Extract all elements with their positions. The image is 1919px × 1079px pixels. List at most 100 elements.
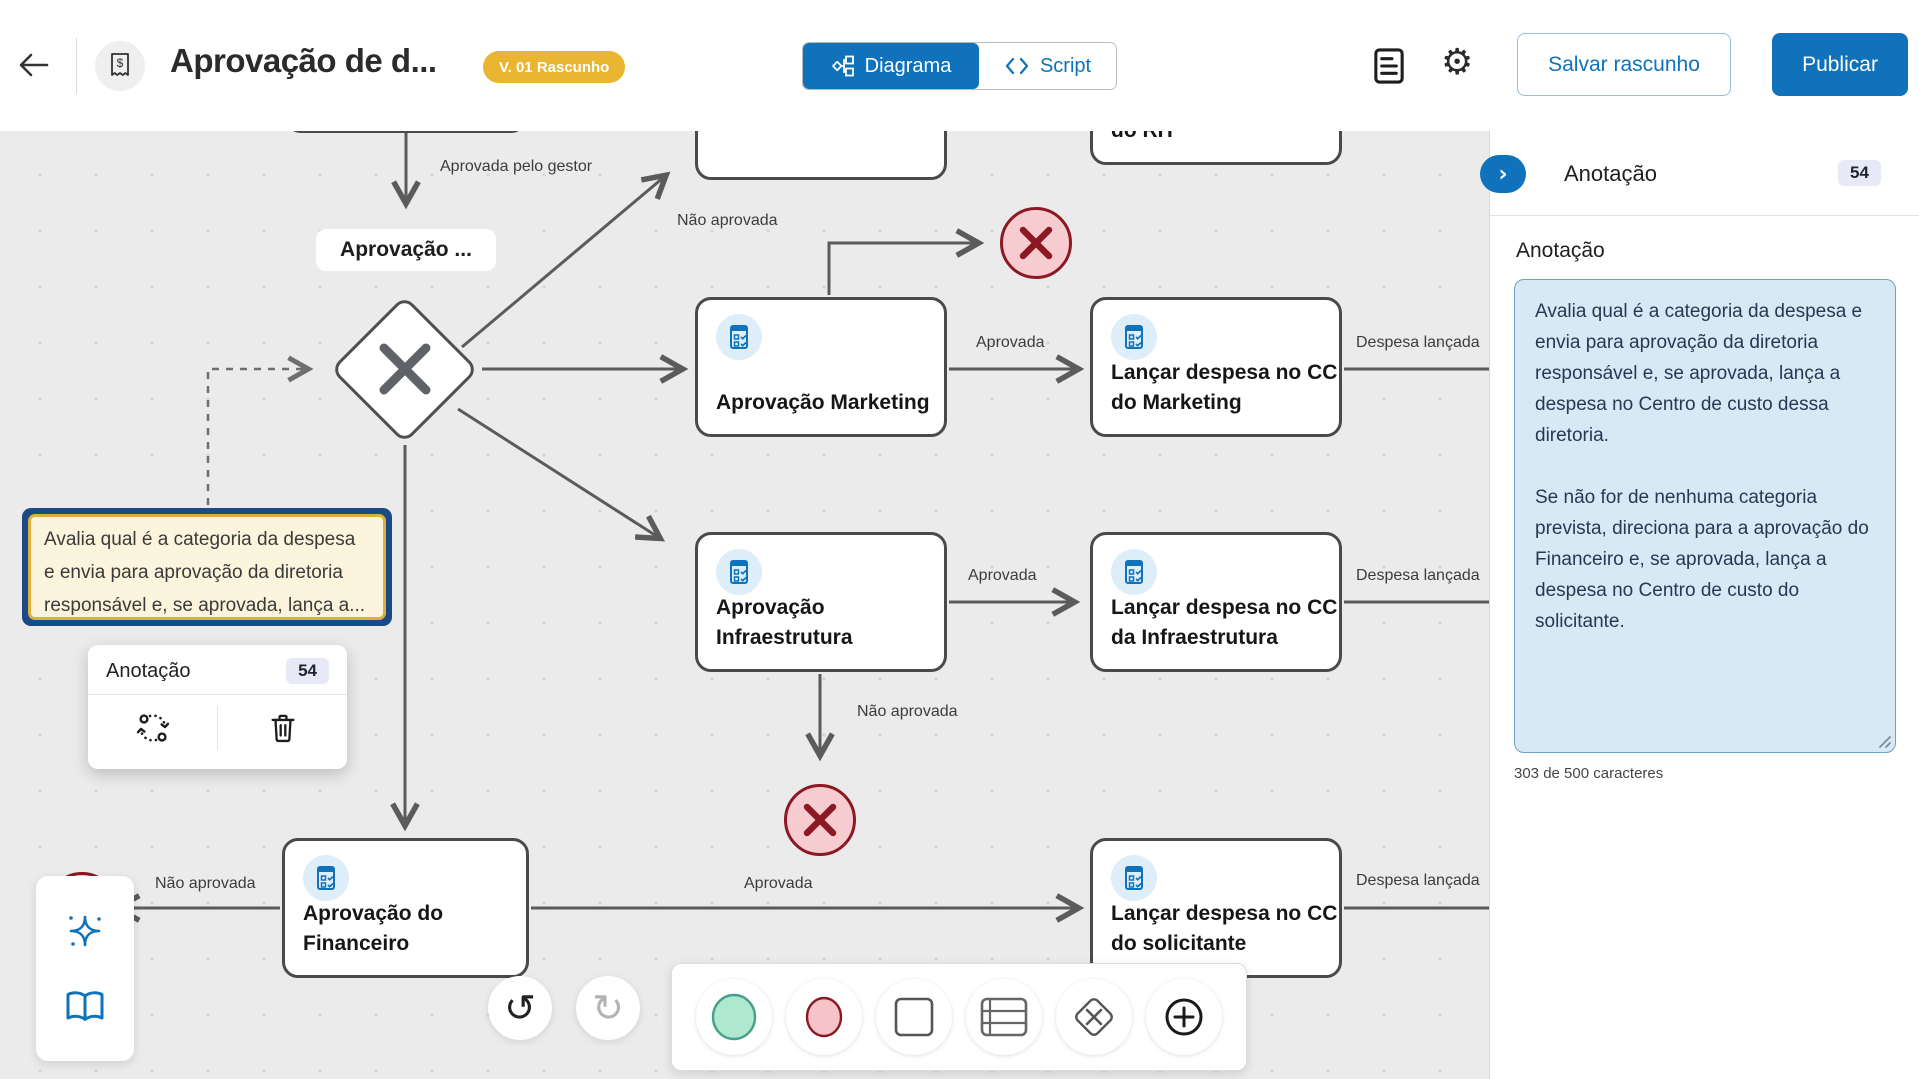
document-notes-button[interactable] <box>1371 47 1407 88</box>
gear-icon: ⚙ <box>1441 42 1474 83</box>
x-icon <box>803 803 837 837</box>
task-shape-icon <box>894 997 934 1037</box>
tool-add-element[interactable] <box>1146 979 1222 1055</box>
documentation-button[interactable] <box>63 989 107 1028</box>
save-draft-button[interactable]: Salvar rascunho <box>1517 33 1731 96</box>
undo-button[interactable]: ↺ <box>488 976 552 1040</box>
ai-assistant-button[interactable] <box>63 909 107 956</box>
back-button[interactable] <box>12 46 56 86</box>
popup-actions <box>88 695 347 761</box>
gateway-name-label[interactable]: Aprovação ... <box>316 229 496 271</box>
edge-gateway-to-rh[interactable] <box>461 177 664 349</box>
tool-gateway[interactable] <box>1056 979 1132 1055</box>
code-icon <box>1005 57 1029 75</box>
edge-label: Não aprovada <box>155 875 256 892</box>
connectors-layer <box>0 133 1489 1079</box>
redo-icon: ↻ <box>592 986 624 1030</box>
edge-label: Despesa lançada <box>1356 567 1480 584</box>
gateway-shape-icon <box>1075 998 1113 1036</box>
process-receipt-icon: $ <box>95 41 145 91</box>
tab-diagram-label: Diagrama <box>864 54 952 77</box>
edge-marketing-to-end[interactable] <box>827 243 976 295</box>
edge-label: Aprovada <box>744 875 813 892</box>
tool-lane[interactable] <box>966 979 1042 1055</box>
document-icon <box>1374 48 1404 84</box>
form-task-icon <box>716 314 762 360</box>
task-aprovacao-marketing[interactable]: Aprovação Marketing <box>695 297 947 437</box>
annotation-sidebar: › Anotação 54 Anotação Avalia qual é a c… <box>1480 131 1919 1079</box>
header-divider <box>76 38 77 94</box>
annotation-textarea[interactable]: Avalia qual é a categoria da despesa e e… <box>1514 279 1896 753</box>
settings-button[interactable]: ⚙ <box>1441 45 1473 81</box>
tool-start-event[interactable] <box>696 979 772 1055</box>
task-label: Lançar despesa no CC do Marketing <box>1111 361 1338 414</box>
end-event-infra[interactable] <box>784 784 856 856</box>
tab-diagram[interactable]: Diagrama <box>803 43 979 89</box>
edge-gateway-to-infra[interactable] <box>457 407 658 537</box>
task-cc-solicitante[interactable]: Lançar despesa no CC do solicitante <box>1090 838 1342 978</box>
task-label: Aprovação Marketing <box>716 391 930 414</box>
annotation-note-selected[interactable]: Avalia qual é a categoria da despesa e e… <box>22 508 392 626</box>
trash-icon <box>270 714 295 743</box>
task-cc-rh-partial[interactable]: do RH <box>1090 131 1342 165</box>
collapse-sidebar-button[interactable]: › <box>1480 155 1526 193</box>
annotation-section-label: Anotação <box>1516 239 1605 262</box>
diagram-canvas[interactable]: do RH Aprovação ... <box>0 131 1489 1079</box>
plus-circle-icon <box>1165 998 1203 1036</box>
redo-button[interactable]: ↻ <box>576 976 640 1040</box>
book-icon <box>66 991 104 1021</box>
x-icon <box>1019 226 1053 260</box>
replace-element-button[interactable] <box>88 695 217 761</box>
tool-task[interactable] <box>876 979 952 1055</box>
end-event-icon <box>805 996 843 1038</box>
form-task-icon <box>1111 314 1157 360</box>
edge-label: Aprovada <box>968 567 1037 584</box>
task-label: Aprovação Infraestrutura <box>716 596 853 649</box>
form-task-icon <box>716 549 762 595</box>
form-task-icon <box>1111 855 1157 901</box>
form-task-icon <box>303 855 349 901</box>
popup-title: Anotação <box>106 659 191 682</box>
task-aprovacao-infraestrutura[interactable]: Aprovação Infraestrutura <box>695 532 947 672</box>
edge-label: Não aprovada <box>857 703 958 720</box>
end-event-top[interactable] <box>1000 207 1072 279</box>
resize-handle-icon[interactable] <box>1878 735 1892 749</box>
undo-icon: ↺ <box>504 986 536 1030</box>
gateway-x-icon <box>379 343 431 395</box>
lane-icon <box>980 997 1028 1037</box>
char-counter: 303 de 500 caracteres <box>1514 765 1664 782</box>
arrow-left-icon <box>19 53 49 76</box>
edge-label: Aprovada pelo gestor <box>440 158 593 175</box>
edge-annotation-association[interactable] <box>206 369 306 505</box>
task-label: Aprovação do Financeiro <box>303 902 444 955</box>
task-label: Lançar despesa no CC da Infraestrutura <box>1111 596 1338 649</box>
sidebar-title: Anotação <box>1564 161 1657 186</box>
edge-label: Despesa lançada <box>1356 334 1480 351</box>
tab-script[interactable]: Script <box>979 43 1116 89</box>
task-cc-infraestrutura[interactable]: Lançar despesa no CC da Infraestrutura <box>1090 532 1342 672</box>
annotation-popup-header: Anotação 54 <box>88 645 347 694</box>
view-toggle: Diagrama Script <box>802 42 1117 90</box>
shape-toolbar <box>671 963 1247 1071</box>
form-task-icon <box>1111 549 1157 595</box>
task-partial-top-left[interactable] <box>285 131 527 133</box>
char-count-badge: 54 <box>286 658 329 684</box>
page-title: Aprovação de d... <box>170 42 437 79</box>
delete-element-button[interactable] <box>218 695 347 761</box>
task-aprovacao-financeiro[interactable]: Aprovação do Financeiro <box>282 838 529 978</box>
popup-actions-divider <box>217 706 218 750</box>
start-event-icon <box>711 993 757 1041</box>
sparkle-icon <box>69 915 101 947</box>
publish-button[interactable]: Publicar <box>1772 33 1908 96</box>
edge-label: Aprovada <box>976 334 1045 351</box>
chevron-right-icon: › <box>1498 161 1508 187</box>
version-badge: V. 01 Rascunho <box>483 51 626 83</box>
replace-icon <box>136 714 169 742</box>
diagram-icon <box>831 55 854 77</box>
tool-end-event[interactable] <box>786 979 862 1055</box>
task-partial-top-middle[interactable] <box>695 131 947 180</box>
task-label: Lançar despesa no CC do solicitante <box>1111 902 1338 955</box>
annotation-note-text: Avalia qual é a categoria da despesa e e… <box>28 514 386 620</box>
task-cc-marketing[interactable]: Lançar despesa no CC do Marketing <box>1090 297 1342 437</box>
